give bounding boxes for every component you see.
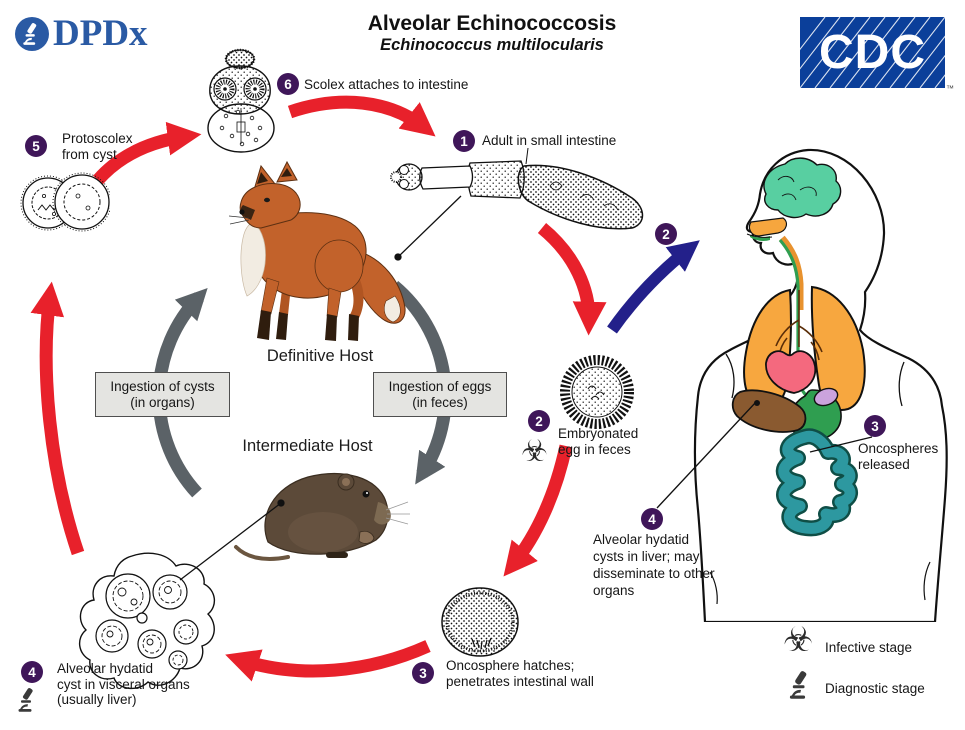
cdc-logo-text: CDC (819, 26, 926, 79)
intermediate-host-label: Intermediate Host (242, 437, 373, 455)
step-3-hatch-badge: 3 (412, 662, 434, 684)
step-3-released-line2: released (858, 456, 910, 472)
rodent-illustration (234, 473, 410, 561)
step-4-cyst-number: 4 (28, 664, 36, 680)
red-arrow-oncosphere-to-cyst (225, 640, 431, 682)
step-3-released-badge: 3 (864, 415, 886, 437)
microscope-icon (15, 16, 49, 51)
step-5-label: Protoscolex from cyst (62, 131, 133, 162)
definitive-host-label: Definitive Host (266, 347, 374, 365)
ingestion-of-cysts-box: Ingestion of cysts (in organs) (95, 372, 230, 417)
step-3-released-number: 3 (871, 418, 879, 434)
adult-worm-illustration (390, 147, 644, 230)
cysts-box-line1: Ingestion of cysts (110, 378, 215, 394)
oncosphere-illustration (441, 587, 519, 657)
step-3-released-line1: Oncospheres (858, 441, 939, 456)
cysts-box-line2: (in organs) (130, 394, 195, 410)
step-4-liver-badge: 4 (641, 508, 663, 530)
step-6-label: Scolex attaches to intestine (304, 77, 469, 92)
step-3-hatch-line1: Oncosphere hatches; (446, 658, 575, 673)
step-4-liver-line2: cysts in liver; may (593, 549, 700, 564)
fox-illustration (228, 160, 406, 341)
step-3-hatch-label: Oncosphere hatches; penetrates intestina… (446, 658, 594, 689)
step-3-released-label: Oncospheres released (858, 441, 938, 472)
title-block: Alveolar Echinococcosis Echinococcus mul… (302, 12, 682, 55)
step-2-egg-line1: Embryonated (558, 426, 639, 441)
legend-infective-label: Infective stage (825, 640, 913, 655)
hydatid-cyst-illustration (79, 552, 215, 689)
heart-organ (765, 350, 817, 394)
step-4-liver-label: Alveolar hydatid cysts in liver; may dis… (593, 531, 715, 599)
step-4-cyst-line3: (usually liver) (57, 692, 137, 707)
step-4-cyst-line1: Alveolar hydatid (57, 661, 154, 676)
step-2-egg-line2: egg in feces (558, 441, 631, 457)
step-6-number: 6 (284, 76, 292, 92)
step-1-number: 1 (460, 133, 468, 149)
step-5-badge: 5 (25, 135, 47, 157)
page-subtitle: Echinococcus multilocularis (380, 36, 604, 54)
step-4-liver-line1: Alveolar hydatid (593, 532, 690, 547)
step-2-egg-number: 2 (535, 413, 543, 429)
dpdx-logo: DPDx (15, 12, 148, 55)
step-1-label: Adult in small intestine (482, 133, 617, 148)
cdc-logo: CDC (800, 17, 945, 88)
cdc-trademark: ™ (946, 84, 954, 93)
red-arrow-adult-to-egg (537, 222, 607, 336)
page-title: Alveolar Echinococcosis (367, 12, 617, 35)
step-2-human-number: 2 (662, 226, 670, 242)
legend-diagnostic-label: Diagnostic stage (825, 681, 925, 696)
step-4-liver-number: 4 (648, 511, 656, 527)
eggs-box-line2: (in feces) (412, 394, 468, 410)
dpdx-logo-text: DPDx (53, 13, 148, 54)
scolex-illustration (207, 48, 275, 153)
red-arrow-scolex-to-adult (287, 95, 436, 137)
step-5-line2: from cyst (62, 146, 117, 162)
intestine-organ (778, 430, 856, 534)
step-4-cyst-label: Alveolar hydatid cyst in visceral organs… (57, 661, 190, 708)
biohazard-icon: ☣ (783, 620, 814, 660)
step-2-egg-badge: 2 (528, 410, 550, 432)
step-4-liver-line4: organs (593, 583, 635, 598)
step-1-badge: 1 (453, 130, 475, 152)
ingestion-of-eggs-box: Ingestion of eggs (in feces) (373, 372, 507, 417)
spleen-organ (813, 387, 839, 407)
right-lung-organ (810, 285, 866, 411)
cdc-logo-rays (800, 17, 945, 88)
eggs-box-line1: Ingestion of eggs (388, 378, 492, 394)
step-6-badge: 6 (277, 73, 299, 95)
step-5-line1: Protoscolex (62, 131, 133, 146)
egg-illustration (560, 355, 634, 429)
microscope-icon (789, 671, 807, 699)
human-body-illustration (693, 148, 948, 622)
protoscolex-illustration (20, 172, 110, 232)
biohazard-icon: ☣ (521, 434, 548, 469)
step-4-cyst-badge: 4 (21, 661, 43, 683)
step-5-number: 5 (32, 138, 40, 154)
red-arrow-cyst-to-protoscolex (30, 281, 85, 556)
step-3-hatch-number: 3 (419, 665, 427, 681)
step-4-cyst-line2: cyst in visceral organs (57, 676, 190, 692)
microscope-icon (18, 688, 33, 712)
step-3-hatch-line2: penetrates intestinal wall (446, 673, 594, 689)
brain-organ (763, 157, 842, 219)
blue-arrow-egg-to-human (607, 240, 700, 334)
step-2-egg-label: Embryonated egg in feces (558, 426, 638, 457)
nasal-organ (748, 217, 788, 237)
trachea-organ (779, 235, 804, 310)
scolex-suckers (213, 77, 267, 101)
step-4-liver-line3: disseminate to other (593, 566, 715, 581)
step-2-human-badge: 2 (655, 223, 677, 245)
esophagus-organ (778, 238, 811, 400)
